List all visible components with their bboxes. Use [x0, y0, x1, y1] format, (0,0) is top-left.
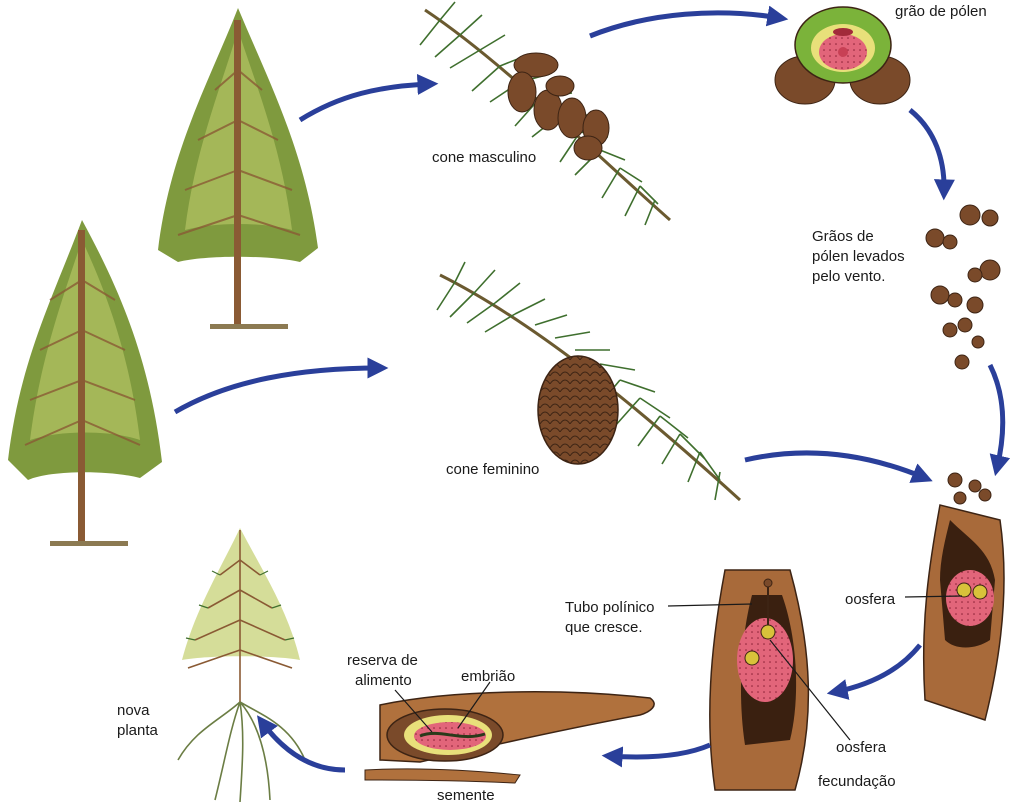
label-new-plant-line-1: nova	[117, 702, 150, 719]
male-cone-branch	[419, 1, 671, 226]
label-pollen-wind-line-2: pólen levados	[812, 248, 905, 265]
female-cone	[537, 355, 619, 465]
label-fertilization: fecundação	[818, 773, 896, 790]
label-food-reserve-line-1: reserva de	[347, 652, 418, 669]
label-embryo: embrião	[461, 668, 515, 685]
pollen-grains-in-wind	[925, 204, 1001, 505]
label-male-cone: cone masculino	[432, 149, 536, 166]
label-seed: semente	[437, 787, 495, 804]
arrow-male-cone-to-pollen	[589, 5, 789, 39]
arrow-tree-to-female-cone	[173, 357, 389, 415]
mature-pine-tree-top	[158, 8, 318, 329]
cycle-arrows	[173, 5, 1011, 773]
seed-illustration	[364, 691, 655, 784]
label-new-plant-line-2: planta	[117, 722, 159, 739]
male-cone-cluster	[507, 52, 610, 161]
arrow-ovule-to-fertilization	[826, 643, 922, 700]
leader-lines	[394, 595, 963, 741]
label-ovule-oosphere: oosfera	[845, 591, 896, 608]
arrow-female-cone-to-ovule	[744, 450, 933, 483]
ovule-with-oosphere	[922, 504, 1005, 721]
fertilization-ovule	[709, 569, 810, 791]
pollen-grain-illustration	[774, 6, 911, 105]
arrow-wind-to-ovule	[987, 363, 1011, 477]
mature-pine-tree-left	[8, 220, 162, 546]
label-fertilization-oosphere: oosfera	[836, 739, 887, 756]
arrow-tree-to-male-cone	[298, 74, 439, 123]
young-pine-plant	[177, 528, 306, 803]
arrow-seed-to-new-plant	[257, 715, 346, 773]
female-cone-branch	[436, 261, 742, 502]
label-pollen-tube-line-1: Tubo polínico	[565, 599, 655, 616]
arrow-pollen-to-wind	[908, 108, 955, 201]
label-pollen-grain: grão de pólen	[895, 3, 987, 20]
label-food-reserve-line-2: alimento	[355, 672, 412, 689]
label-pollen-tube-line-2: que cresce.	[565, 619, 643, 636]
arrow-fertilization-to-seed	[601, 742, 711, 768]
label-pollen-wind-line-3: pelo vento.	[812, 268, 885, 285]
label-pollen-wind-line-1: Grãos de	[812, 228, 874, 245]
label-female-cone: cone feminino	[446, 461, 539, 478]
